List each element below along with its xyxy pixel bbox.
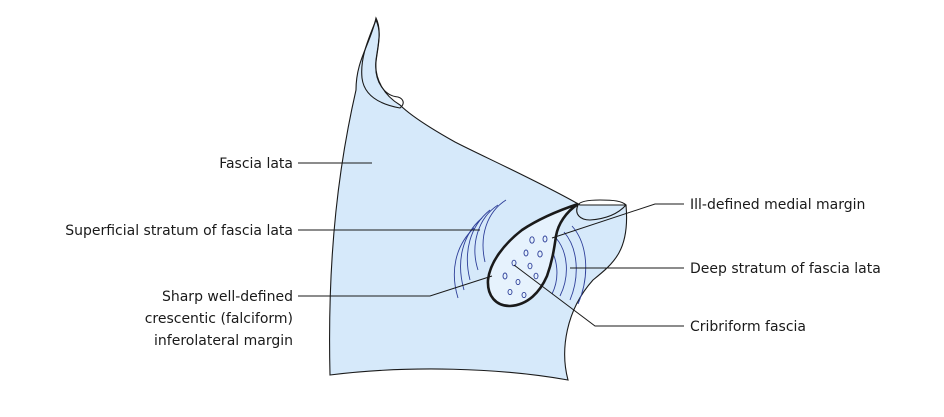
cribriform-pores: [502, 235, 548, 299]
label-superficial-stratum: Superficial stratum of fascia lata: [65, 223, 293, 239]
medial-lobe: [576, 199, 627, 221]
label-sharp-margin-line2: crescentic (falciform): [145, 311, 293, 327]
leader-cribriform: [513, 264, 684, 327]
saphenous-opening: [486, 202, 579, 308]
fascia-lata-sheet: [329, 16, 628, 381]
upper-fold: [361, 18, 404, 109]
leader-medial-margin: [551, 203, 684, 239]
superficial-ripples: [453, 199, 507, 299]
label-cribriform-fascia: Cribriform fascia: [690, 319, 806, 335]
label-deep-stratum: Deep stratum of fascia lata: [690, 261, 881, 277]
label-sharp-margin-line3: inferolateral margin: [154, 333, 293, 349]
label-fascia-lata: Fascia lata: [219, 156, 293, 172]
leader-sharp-margin: [298, 275, 493, 297]
label-sharp-margin-line1: Sharp well-defined: [162, 289, 293, 305]
label-medial-margin: Ill-defined medial margin: [690, 197, 865, 213]
